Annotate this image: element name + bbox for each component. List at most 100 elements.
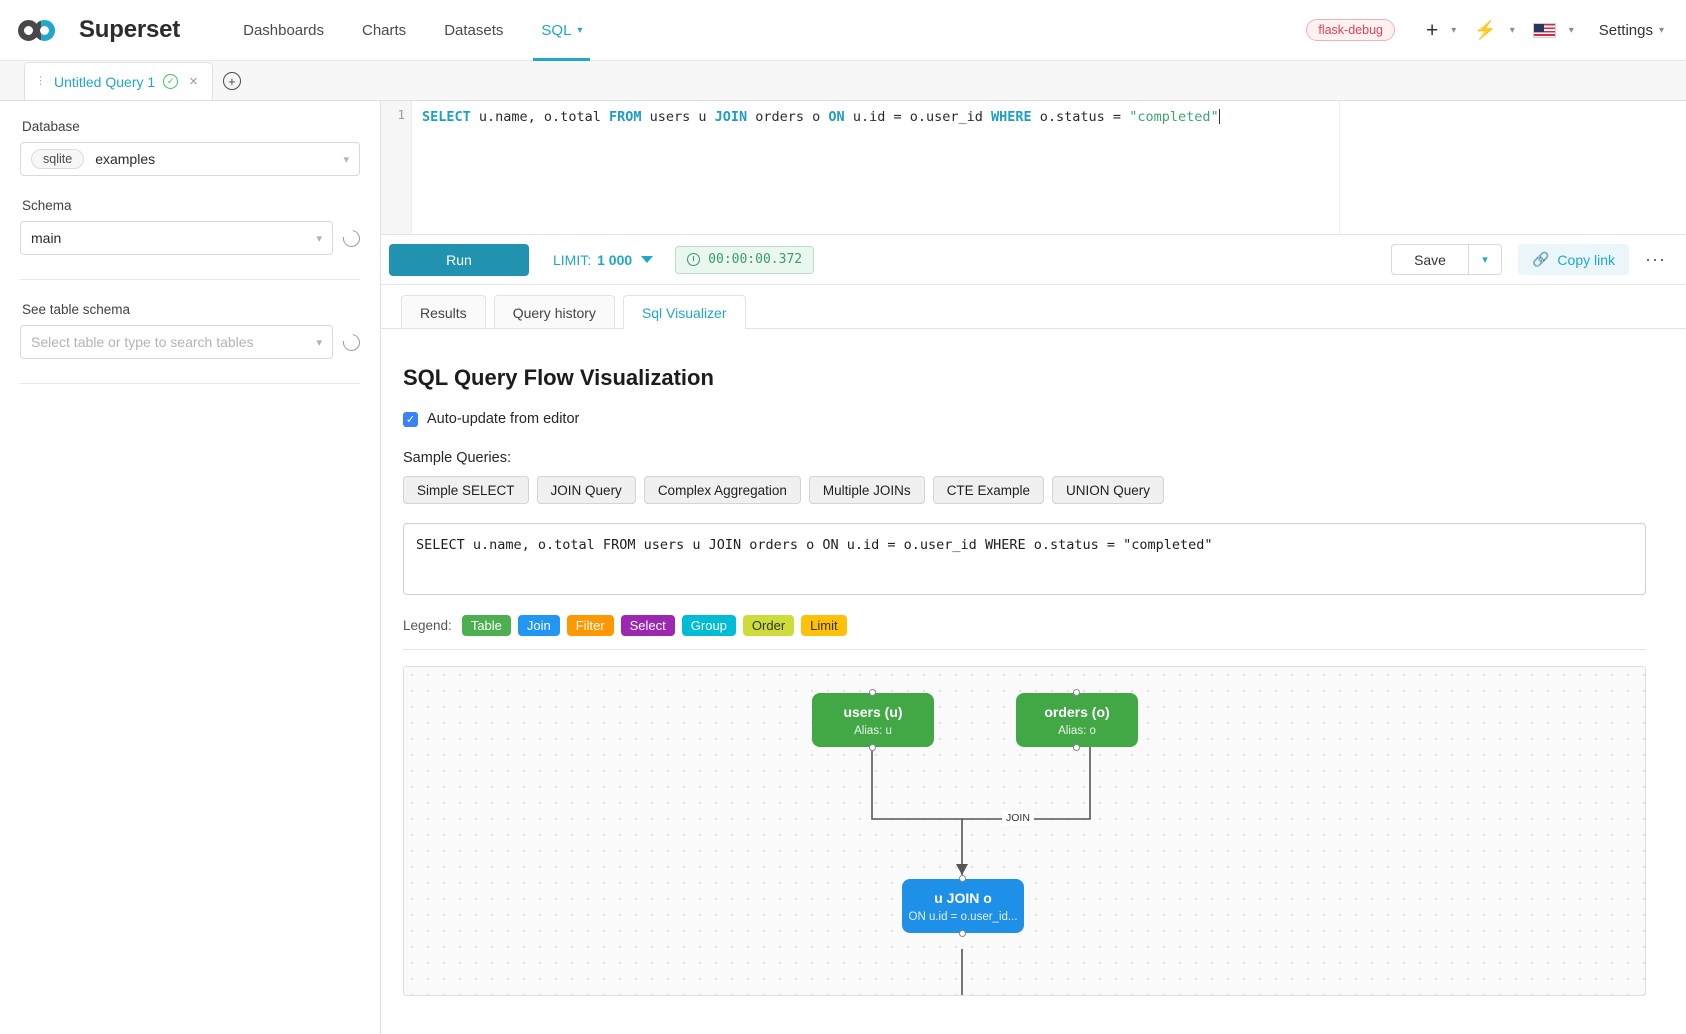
table-select[interactable]: Select table or type to search tables ▾	[20, 325, 333, 359]
node-port-bottom	[959, 930, 966, 937]
sample-button-complex-aggregation[interactable]: Complex Aggregation	[643, 476, 801, 504]
close-icon[interactable]: ×	[189, 73, 198, 90]
tab-query-history[interactable]: Query history	[493, 295, 615, 329]
flow-node-orders[interactable]: orders (o) Alias: o	[1016, 689, 1138, 751]
nav-item-charts[interactable]: Charts	[343, 0, 425, 60]
node-title: users (u)	[843, 703, 903, 720]
query-tab-untitled-query-1[interactable]: ⋮ Untitled Query 1 ✓ ×	[24, 62, 213, 100]
tab-label: Results	[420, 304, 467, 321]
token-text: orders o	[747, 109, 829, 125]
add-query-tab-button[interactable]: +	[213, 62, 251, 100]
page-title: SQL Query Flow Visualization	[403, 365, 714, 390]
chevron-down-icon: ▾	[577, 24, 583, 36]
chevron-down-icon: ▾	[343, 153, 349, 166]
refresh-tables-icon[interactable]	[339, 330, 364, 354]
settings-menu[interactable]: Settings ▾	[1599, 22, 1664, 39]
check-circle-icon: ✓	[163, 74, 179, 89]
sql-editor[interactable]: 1 SELECT u.name, o.total FROM users u JO…	[381, 101, 1686, 235]
flow-node-users[interactable]: users (u) Alias: u	[812, 689, 934, 751]
copy-link-button[interactable]: 🔗 Copy link	[1517, 244, 1630, 275]
editor-vertical-rule	[1339, 101, 1340, 234]
editor-code-line[interactable]: SELECT u.name, o.total FROM users u JOIN…	[412, 101, 1686, 234]
sql-visualizer-pane: SQL Query Flow Visualization ✓ Auto-upda…	[381, 329, 1686, 1034]
database-value: examples	[95, 151, 156, 167]
tab-results[interactable]: Results	[401, 295, 486, 329]
legend-chip-group: Group	[681, 615, 736, 636]
nav-item-sql[interactable]: SQL ▾	[522, 0, 601, 61]
run-button[interactable]: Run	[389, 243, 529, 276]
line-number: 1	[397, 107, 405, 122]
sample-button-join-query[interactable]: JOIN Query	[536, 476, 636, 504]
table-placeholder: Select table or type to search tables	[31, 334, 254, 350]
tab-sql-visualizer[interactable]: Sql Visualizer	[622, 295, 746, 330]
sample-button-union-query[interactable]: UNION Query	[1051, 476, 1164, 504]
token-keyword: FROM	[608, 109, 642, 125]
auto-update-label: Auto-update from editor	[427, 411, 580, 427]
node-subtitle: ON u.id = o.user_id...	[908, 910, 1018, 923]
sql-lab-main: 1 SELECT u.name, o.total FROM users u JO…	[381, 101, 1686, 1034]
legend-chip-join: Join	[517, 615, 560, 636]
sql-lab-sidebar: Database sqlite examples ▾ Schema main ▾…	[0, 101, 381, 1034]
flow-canvas[interactable]: users (u) Alias: u orders (o) Alias: o J…	[403, 666, 1646, 996]
more-options-icon[interactable]: ···	[1645, 249, 1666, 269]
token-string: "completed"	[1129, 109, 1219, 125]
refresh-schema-icon[interactable]	[339, 226, 364, 250]
node-title: orders (o)	[1044, 703, 1110, 720]
node-subtitle: Alias: o	[1058, 724, 1096, 737]
workspace: Database sqlite examples ▾ Schema main ▾…	[0, 101, 1686, 1034]
node-port-top	[869, 689, 876, 696]
auto-update-checkbox[interactable]: ✓	[403, 411, 418, 427]
language-picker[interactable]: ▾	[1524, 22, 1583, 38]
database-engine-badge: sqlite	[31, 149, 85, 169]
limit-value: 1 000	[597, 251, 633, 268]
brand-logo-area[interactable]: Superset	[18, 16, 180, 44]
nav-item-dashboards[interactable]: Dashboards	[224, 0, 343, 60]
table-schema-label: See table schema	[22, 302, 131, 317]
drag-handle-icon[interactable]: ⋮	[35, 75, 46, 87]
chevron-down-icon: ▾	[1451, 24, 1457, 36]
editor-gutter: 1	[381, 101, 412, 234]
sample-button-cte-example[interactable]: CTE Example	[932, 476, 1044, 504]
copy-link-label: Copy link	[1557, 251, 1616, 268]
result-tab-list: Results Query history Sql Visualizer	[381, 285, 1686, 330]
token-text: u.name, o.total	[470, 109, 609, 125]
legend-label: Legend:	[403, 618, 452, 633]
save-dropdown-button[interactable]: ▾	[1468, 244, 1502, 275]
node-port-top	[959, 875, 966, 882]
flow-node-join[interactable]: u JOIN o ON u.id = o.user_id...	[902, 875, 1024, 937]
save-button[interactable]: Save	[1391, 244, 1469, 275]
alerts-reports-button[interactable]: ⚡ ▾	[1465, 21, 1523, 39]
brand-name: Superset	[79, 16, 181, 43]
nav-right-area: flask-debug + ▾ ⚡ ▾ ▾ Settings ▾	[1306, 19, 1664, 41]
legend-divider	[403, 649, 1646, 650]
legend-chip-filter: Filter	[566, 615, 614, 636]
plus-circle-icon: +	[222, 72, 241, 90]
timer-value: 00:00:00.372	[708, 252, 803, 267]
sample-button-simple-select[interactable]: Simple SELECT	[403, 476, 529, 504]
visualizer-sql-input[interactable]	[403, 523, 1646, 595]
chevron-down-icon: ▾	[316, 232, 322, 245]
edge-label-join: JOIN	[1002, 811, 1034, 825]
nav-label: Datasets	[444, 21, 504, 39]
token-keyword: SELECT	[422, 109, 471, 125]
text-cursor	[1218, 109, 1220, 124]
schema-row: main ▾	[20, 221, 364, 255]
new-item-button[interactable]: + ▾	[1417, 20, 1465, 41]
legend-chip-limit: Limit	[801, 615, 847, 636]
schema-label: Schema	[22, 198, 72, 213]
link-icon: 🔗	[1531, 251, 1550, 267]
nav-item-datasets[interactable]: Datasets	[425, 0, 522, 60]
query-tab-label: Untitled Query 1	[54, 73, 156, 90]
sample-button-multiple-joins[interactable]: Multiple JOINs	[808, 476, 925, 504]
schema-select[interactable]: main ▾	[20, 221, 333, 255]
nav-label: Dashboards	[243, 21, 324, 39]
sidebar-divider-2	[20, 383, 360, 384]
token-text: u.id = o.user_id	[844, 109, 991, 125]
main-nav: Dashboards Charts Datasets SQL ▾	[224, 0, 601, 61]
clock-icon	[687, 253, 701, 266]
node-port-top	[1073, 689, 1080, 696]
database-select[interactable]: sqlite examples ▾	[20, 142, 360, 176]
sample-queries-label: Sample Queries:	[403, 450, 511, 466]
node-port-bottom	[869, 744, 876, 751]
limit-dropdown[interactable]: LIMIT: 1 000	[553, 251, 654, 268]
